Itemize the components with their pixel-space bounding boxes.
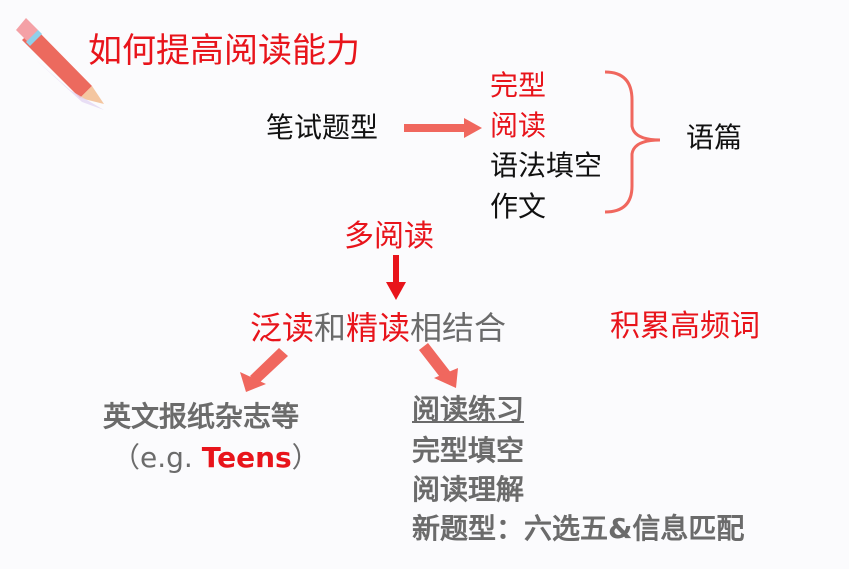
page-title: 如何提高阅读能力 <box>88 31 360 71</box>
intensive-item: 阅读理解 <box>412 473 525 506</box>
extensive-example: （e.g. Teens） <box>112 444 320 472</box>
intensive-reading: 精读 <box>346 309 411 347</box>
more-reading: 多阅读 <box>344 219 434 254</box>
combine-text: 相结合 <box>410 309 507 347</box>
combine-line: 泛读和精读相结合 <box>250 312 506 344</box>
exam-item: 作文 <box>490 190 547 223</box>
intensive-item: 新题型：六选五&信息匹配 <box>412 512 745 545</box>
exam-item: 阅读 <box>490 109 547 142</box>
brace-label: 语篇 <box>686 121 743 154</box>
and-text: 和 <box>314 309 347 347</box>
right-brace <box>604 70 661 214</box>
vocab-note: 积累高频词 <box>610 309 760 344</box>
intensive-heading: 阅读练习 <box>412 393 525 426</box>
exam-item: 语法填空 <box>490 149 603 182</box>
eg-word: Teens <box>201 441 292 474</box>
arrow-down-right <box>419 343 458 388</box>
eg-close: ） <box>291 441 320 474</box>
extensive-reading: 泛读 <box>250 309 315 347</box>
arrow-right <box>404 118 482 138</box>
extensive-line1: 英文报纸杂志等 <box>103 400 300 433</box>
arrow-down <box>386 255 406 300</box>
arrow-down-left <box>240 348 288 392</box>
exam-label: 笔试题型 <box>266 111 379 144</box>
pencil-icon <box>16 18 104 110</box>
intensive-item: 完型填空 <box>412 434 525 467</box>
exam-item: 完型 <box>490 69 547 102</box>
eg-open: （e.g. <box>112 441 202 474</box>
